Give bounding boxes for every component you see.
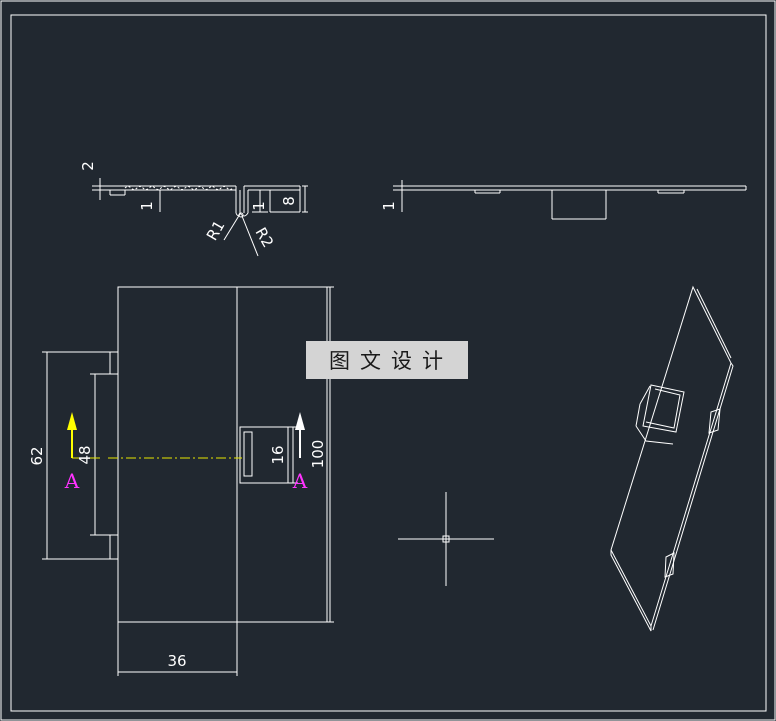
section-arrow-left — [67, 412, 77, 458]
side-view — [393, 180, 747, 220]
dim-thickness-2: 2 — [79, 161, 97, 171]
section-view-profile — [92, 178, 308, 257]
front-view — [42, 286, 334, 676]
dim-thickness-1-mid: 1 — [250, 201, 268, 211]
inner-frame — [10, 14, 767, 712]
dim-width-36: 36 — [167, 652, 186, 670]
dim-thickness-1-left: 1 — [138, 201, 156, 211]
dim-height-100: 100 — [309, 440, 327, 469]
section-arrow-right — [295, 412, 305, 458]
dim-width-62: 62 — [28, 446, 46, 465]
crosshair-cursor-icon — [398, 492, 494, 586]
watermark-label: 图文设计 — [306, 341, 468, 379]
dim-slot-16: 16 — [269, 445, 287, 464]
section-label-right: A — [292, 469, 308, 493]
dim-width-48: 48 — [76, 445, 94, 464]
isometric-view — [610, 285, 734, 632]
dim-height-8: 8 — [280, 196, 298, 206]
dim-thickness-1-side: 1 — [380, 201, 398, 211]
section-label-left: A — [64, 469, 80, 493]
dim-radius-r2: R2 — [252, 224, 278, 250]
